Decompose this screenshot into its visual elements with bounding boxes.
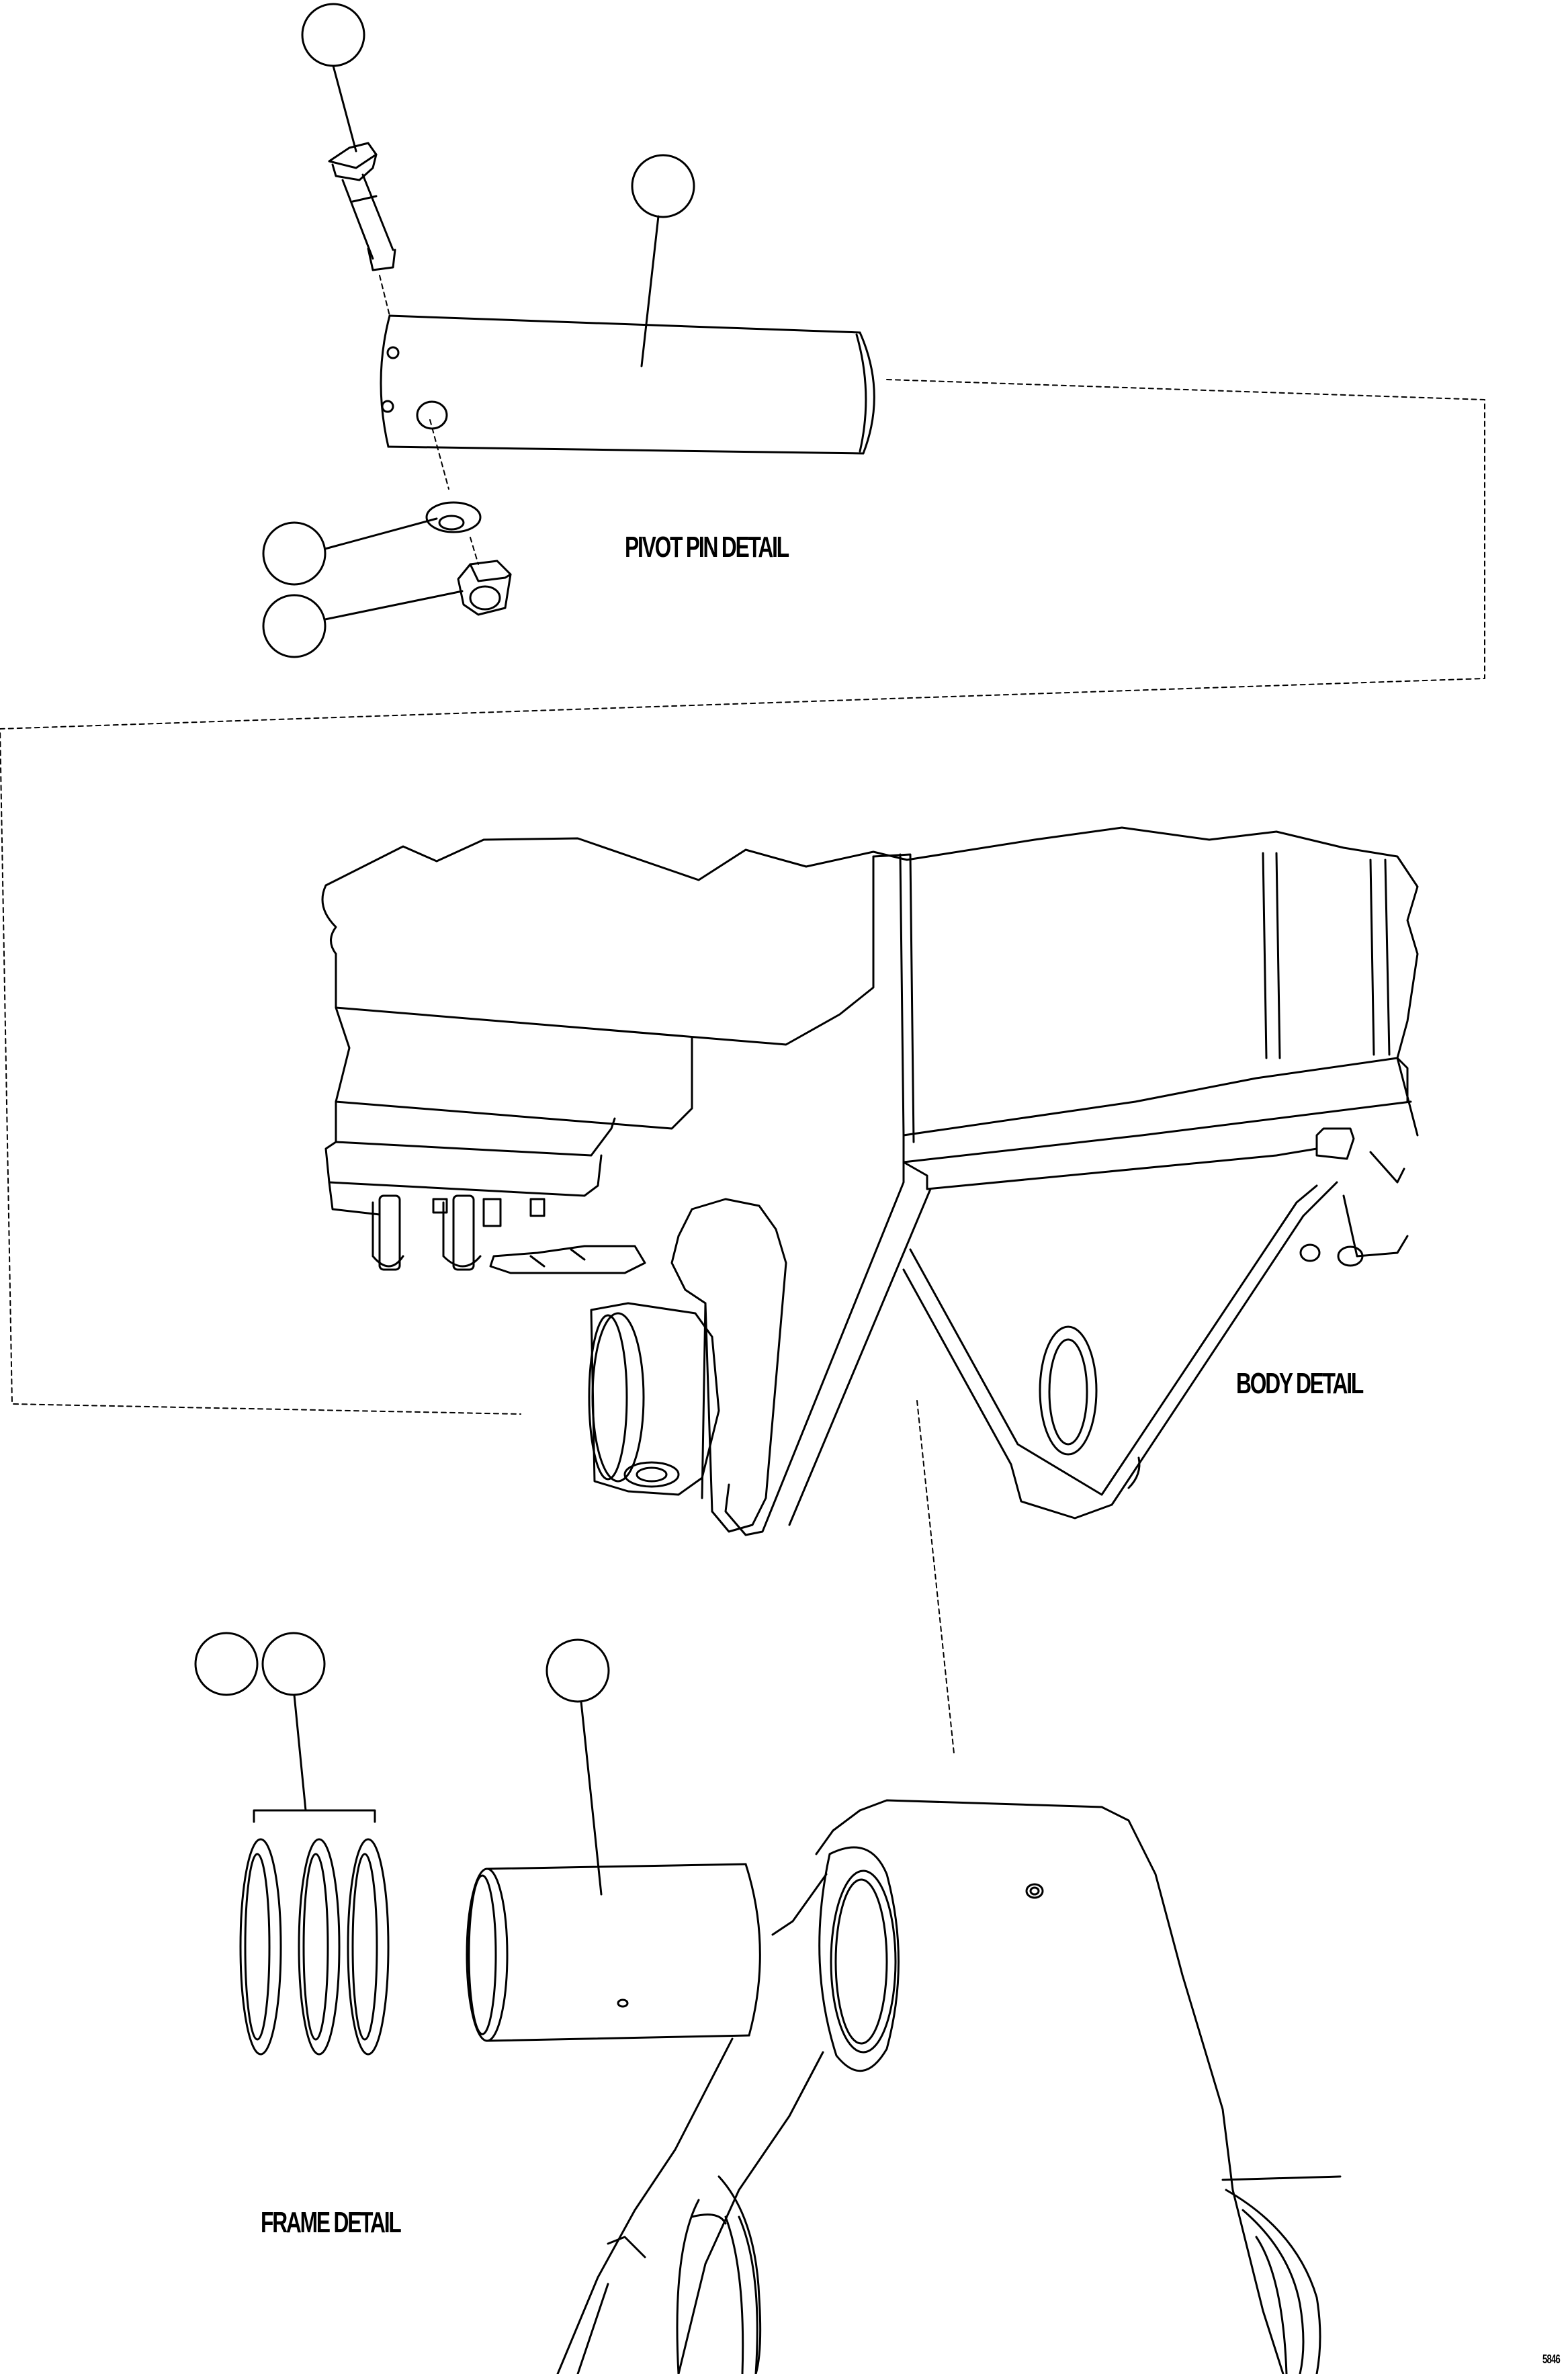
callout-circle xyxy=(194,1632,259,1696)
pivot-pin-detail xyxy=(262,3,875,658)
callout-circle xyxy=(261,1632,326,1696)
frame-detail-label: FRAME DETAIL xyxy=(261,2206,402,2239)
callout-circle xyxy=(262,521,326,586)
washer xyxy=(425,501,482,533)
callout-circle xyxy=(301,3,365,67)
body-detail xyxy=(321,826,1419,1536)
callout-circle xyxy=(631,154,695,218)
callout-circle xyxy=(546,1638,610,1703)
pivot-pin-detail-label: PIVOT PIN DETAIL xyxy=(625,531,789,564)
bolt xyxy=(328,142,396,271)
callout-group-frame xyxy=(194,1632,610,1896)
frame-detail xyxy=(194,1632,1342,2374)
dashed-leaders xyxy=(0,275,1485,1754)
callout-group-pivot xyxy=(262,3,695,658)
linkage-parts xyxy=(372,1194,646,1274)
callout-circle xyxy=(262,594,326,658)
bushing xyxy=(466,1863,761,2042)
body-detail-label: BODY DETAIL xyxy=(1236,1367,1364,1400)
shims xyxy=(239,1838,390,2056)
nut xyxy=(457,560,512,616)
drawing-code: 5846 xyxy=(1542,2353,1561,2366)
pivot-pin xyxy=(380,314,875,455)
frame-arm xyxy=(556,1799,1342,2374)
